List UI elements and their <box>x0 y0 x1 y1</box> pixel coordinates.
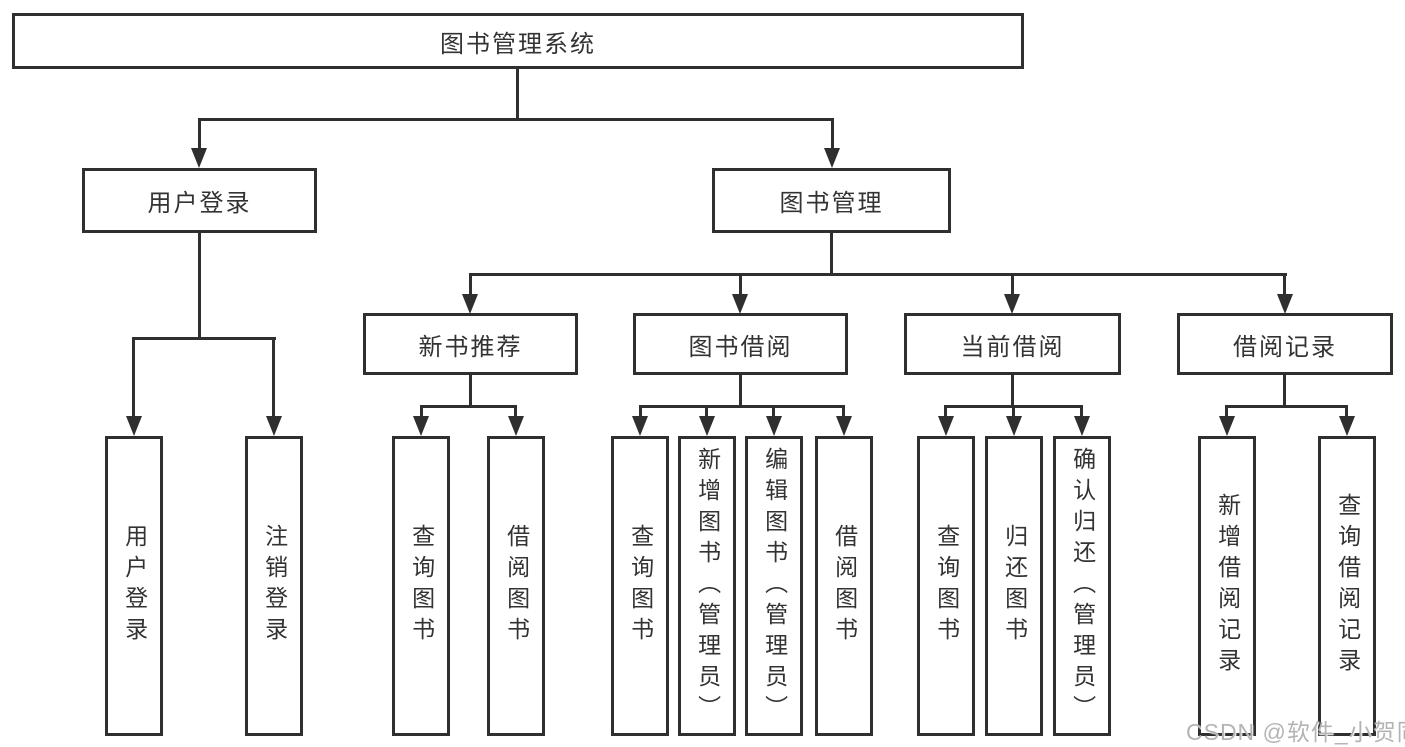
connector-book-mgmt-stem-1 <box>469 276 472 296</box>
node-library-management-system: 图书管理系统 <box>12 13 1024 69</box>
connector-book-mgmt-stem-2 <box>739 276 742 296</box>
connector-user-login-stem-2 <box>272 340 275 416</box>
arrow-down-icon <box>824 148 840 168</box>
connector-borrowing-stem-3 <box>772 408 775 418</box>
leaf-query-borrow-record-label: 查询借阅记录 <box>1334 493 1361 679</box>
arrow-down-icon <box>462 294 478 314</box>
connector-current-stem-3 <box>1080 408 1083 418</box>
node-book-borrowing: 图书借阅 <box>633 313 848 375</box>
leaf-borrowing-borrow-book: 借阅图书 <box>815 436 873 736</box>
arrow-down-icon <box>1339 416 1355 436</box>
connector-user-login-stem-1 <box>132 340 135 416</box>
arrow-down-icon <box>1004 294 1020 314</box>
connector-user-login-vline <box>198 233 201 337</box>
leaf-query-borrow-record: 查询借阅记录 <box>1318 436 1376 736</box>
node-borrowing-records-label: 借阅记录 <box>1233 333 1337 361</box>
connector-book-mgmt-stem-3 <box>1011 276 1014 296</box>
connector-root-vline <box>516 69 519 118</box>
connector-book-mgmt-vline <box>830 233 833 273</box>
connector-current-stem-1 <box>944 408 947 418</box>
leaf-borrowing-query-book: 查询图书 <box>611 436 669 736</box>
connector-borrowing-hline <box>639 405 845 408</box>
leaf-return-book: 归还图书 <box>985 436 1043 736</box>
node-user-login-label: 用户登录 <box>147 190 252 217</box>
connector-user-login-hline <box>132 337 276 340</box>
leaf-edit-book-admin: 编辑图书（管理员） <box>745 436 803 736</box>
leaf-add-borrow-record-label: 新增借阅记录 <box>1214 493 1241 679</box>
arrow-down-icon <box>1006 416 1022 436</box>
connector-root-stem-left <box>198 121 201 150</box>
arrow-down-icon <box>126 416 142 436</box>
node-new-book-recommend: 新书推荐 <box>363 313 578 375</box>
arrow-down-icon <box>766 416 782 436</box>
leaf-confirm-return-admin: 确认归还（管理员） <box>1053 436 1111 736</box>
connector-root-hline <box>198 118 834 121</box>
leaf-recommend-borrow-book: 借阅图书 <box>487 436 545 736</box>
arrow-down-icon <box>191 148 207 168</box>
connector-records-stem-1 <box>1225 408 1228 418</box>
watermark: CSDN @软件_小贺同学 <box>1186 719 1405 745</box>
arrow-down-icon <box>1219 416 1235 436</box>
connector-recommend-stem-1 <box>420 408 423 418</box>
arrow-down-icon <box>1277 294 1293 314</box>
leaf-edit-book-admin-label: 编辑图书（管理员） <box>761 446 788 726</box>
connector-root-stem-right <box>831 121 834 150</box>
arrow-down-icon <box>413 416 429 436</box>
connector-borrowing-stem-2 <box>705 408 708 418</box>
connector-book-mgmt-stem-4 <box>1283 276 1286 296</box>
node-library-management-system-label: 图书管理系统 <box>440 30 596 58</box>
connector-records-hline <box>1225 405 1348 408</box>
connector-recommend-vline <box>469 375 472 405</box>
leaf-logout: 注销登录 <box>245 436 303 736</box>
arrow-down-icon <box>1074 416 1090 436</box>
connector-current-vline <box>1011 375 1014 405</box>
leaf-borrowing-borrow-book-label: 借阅图书 <box>831 524 858 648</box>
leaf-recommend-query-book: 查询图书 <box>392 436 450 736</box>
connector-records-stem-2 <box>1345 408 1348 418</box>
node-current-borrowing: 当前借阅 <box>904 313 1121 375</box>
connector-current-stem-2 <box>1012 408 1015 418</box>
leaf-add-book-admin-label: 新增图书（管理员） <box>694 446 721 726</box>
leaf-confirm-return-admin-label: 确认归还（管理员） <box>1069 446 1096 726</box>
leaf-recommend-query-book-label: 查询图书 <box>408 524 435 648</box>
leaf-user-login: 用户登录 <box>105 436 163 736</box>
connector-current-hline <box>944 405 1083 408</box>
node-book-borrowing-label: 图书借阅 <box>688 333 793 361</box>
leaf-current-query-book-label: 查询图书 <box>933 524 960 648</box>
arrow-down-icon <box>938 416 954 436</box>
node-current-borrowing-label: 当前借阅 <box>960 333 1065 361</box>
arrow-down-icon <box>836 416 852 436</box>
leaf-add-borrow-record: 新增借阅记录 <box>1198 436 1256 736</box>
arrow-down-icon <box>632 416 648 436</box>
arrow-down-icon <box>266 416 282 436</box>
leaf-return-book-label: 归还图书 <box>1001 524 1028 648</box>
node-book-management: 图书管理 <box>712 168 951 233</box>
connector-borrowing-vline <box>739 375 742 405</box>
connector-borrowing-stem-1 <box>639 408 642 418</box>
connector-recommend-stem-2 <box>514 408 517 418</box>
arrow-down-icon <box>508 416 524 436</box>
node-borrowing-records: 借阅记录 <box>1177 313 1393 375</box>
arrow-down-icon <box>699 416 715 436</box>
connector-recommend-hline <box>420 405 517 408</box>
connector-book-mgmt-hline <box>469 273 1287 276</box>
node-new-book-recommend-label: 新书推荐 <box>418 333 523 361</box>
connector-records-vline <box>1283 375 1286 405</box>
leaf-logout-label: 注销登录 <box>261 524 288 648</box>
leaf-add-book-admin: 新增图书（管理员） <box>678 436 736 736</box>
leaf-current-query-book: 查询图书 <box>917 436 975 736</box>
connector-borrowing-stem-4 <box>842 408 845 418</box>
leaf-user-login-label: 用户登录 <box>121 524 148 648</box>
arrow-down-icon <box>732 294 748 314</box>
node-user-login: 用户登录 <box>82 168 317 233</box>
leaf-borrowing-query-book-label: 查询图书 <box>627 524 654 648</box>
node-book-management-label: 图书管理 <box>779 190 884 217</box>
leaf-recommend-borrow-book-label: 借阅图书 <box>503 524 530 648</box>
